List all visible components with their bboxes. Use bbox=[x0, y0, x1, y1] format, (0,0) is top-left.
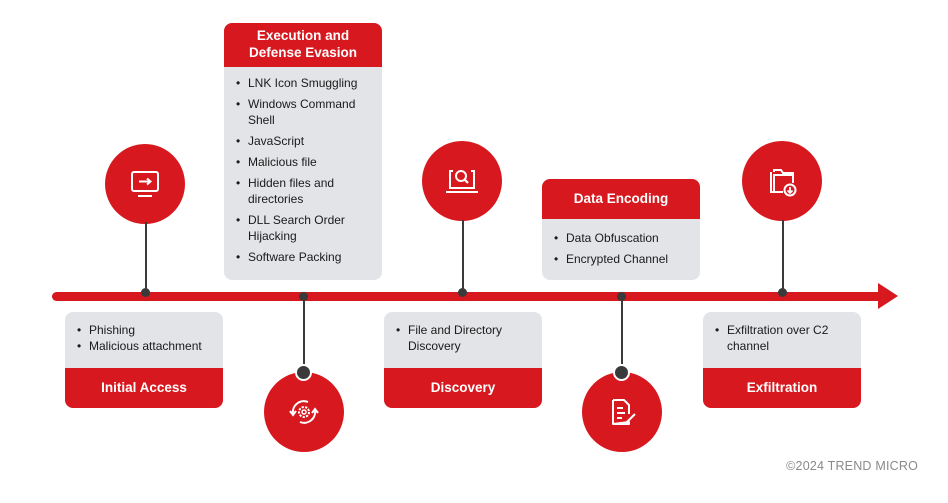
timeline-arrowhead bbox=[878, 283, 898, 309]
laptop-search-icon bbox=[446, 170, 478, 193]
execution-card: Execution and Defense Evasion LNK Icon S… bbox=[224, 23, 382, 280]
document-edit-icon bbox=[612, 399, 636, 425]
list-item: Malicious attachment bbox=[75, 338, 213, 354]
data-encoding-list: Data Obfuscation Encrypted Channel bbox=[542, 219, 700, 267]
copyright-text: ©2024 TREND MICRO bbox=[786, 459, 918, 473]
folder-download-icon bbox=[770, 169, 797, 197]
initial-access-card: Phishing Malicious attachment Initial Ac… bbox=[65, 312, 223, 408]
list-item: Exfiltration over C2 channel bbox=[713, 322, 851, 354]
list-item: File and Directory Discovery bbox=[394, 322, 532, 354]
list-item: JavaScript bbox=[234, 133, 372, 149]
exfiltration-title: Exfiltration bbox=[703, 368, 861, 408]
discovery-timeline-dot bbox=[458, 288, 467, 297]
exfiltration-icon-circle bbox=[742, 141, 822, 221]
exfiltration-connector bbox=[782, 220, 784, 294]
list-item: Phishing bbox=[75, 322, 213, 338]
gear-cycle-icon bbox=[289, 400, 319, 424]
discovery-card: File and Directory Discovery Discovery bbox=[384, 312, 542, 408]
discovery-icon-circle bbox=[422, 141, 502, 221]
execution-title-line-1: Execution and bbox=[256, 28, 350, 43]
list-item: Hidden files and directories bbox=[234, 175, 372, 207]
discovery-title: Discovery bbox=[384, 368, 542, 408]
list-item: DLL Search Order Hijacking bbox=[234, 212, 372, 244]
exfiltration-card: Exfiltration over C2 channel Exfiltratio… bbox=[703, 312, 861, 408]
execution-list: LNK Icon Smuggling Windows Command Shell… bbox=[224, 67, 382, 265]
list-item: Windows Command Shell bbox=[234, 96, 372, 128]
initial-access-timeline-dot bbox=[141, 288, 150, 297]
discovery-connector bbox=[462, 220, 464, 294]
data-encoding-icon-circle bbox=[582, 372, 662, 452]
execution-connector bbox=[303, 297, 305, 371]
initial-access-connector bbox=[145, 222, 147, 294]
list-item: Malicious file bbox=[234, 154, 372, 170]
execution-timeline-dot bbox=[299, 292, 308, 301]
initial-access-list: Phishing Malicious attachment bbox=[65, 312, 223, 366]
exfiltration-list: Exfiltration over C2 channel bbox=[703, 312, 861, 366]
monitor-arrow-icon bbox=[131, 171, 159, 197]
data-encoding-title: Data Encoding bbox=[542, 179, 700, 219]
list-item: Software Packing bbox=[234, 249, 372, 265]
execution-circle-dot bbox=[295, 364, 312, 381]
initial-access-icon-circle bbox=[105, 144, 185, 224]
execution-icon-circle bbox=[264, 372, 344, 452]
timeline-bar bbox=[52, 292, 882, 301]
initial-access-title: Initial Access bbox=[65, 368, 223, 408]
exfiltration-timeline-dot bbox=[778, 288, 787, 297]
data-encoding-card: Data Encoding Data Obfuscation Encrypted… bbox=[542, 179, 700, 280]
execution-title: Execution and Defense Evasion bbox=[224, 23, 382, 67]
list-item: Data Obfuscation bbox=[552, 230, 690, 246]
data-encoding-timeline-dot bbox=[617, 292, 626, 301]
list-item: LNK Icon Smuggling bbox=[234, 75, 372, 91]
list-item: Encrypted Channel bbox=[552, 251, 690, 267]
data-encoding-circle-dot bbox=[613, 364, 630, 381]
discovery-list: File and Directory Discovery bbox=[384, 312, 542, 366]
execution-title-line-2: Defense Evasion bbox=[248, 45, 358, 60]
data-encoding-connector bbox=[621, 297, 623, 371]
